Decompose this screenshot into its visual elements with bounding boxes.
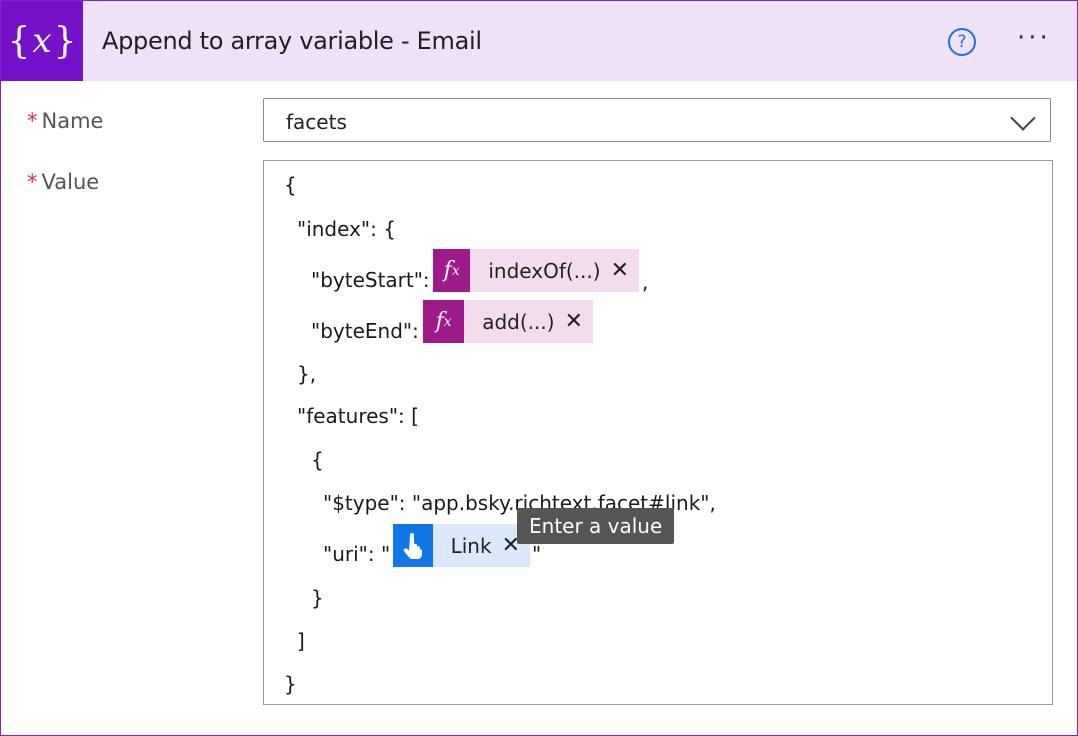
action-title[interactable]: Append to array variable - Email [102,27,482,55]
code-line: " [532,542,542,566]
close-icon[interactable]: ✕ [501,533,520,558]
name-label: *Name [27,109,104,133]
code-line: "uri": " [323,542,391,566]
code-line: { [311,448,324,472]
code-line: "byteStart": [311,268,430,292]
help-icon[interactable]: ? [948,28,976,56]
action-header[interactable]: {x} Append to array variable - Email ? ·… [1,1,1077,81]
more-options-icon[interactable]: ··· [1017,23,1051,53]
required-marker: * [27,170,38,194]
name-value: facets [286,110,347,134]
dynamic-content-token-link[interactable]: Link ✕ [393,524,530,567]
code-line: , [642,270,649,294]
close-icon[interactable]: ✕ [564,309,583,334]
name-dropdown[interactable]: facets [263,98,1051,142]
code-line: "index": { [297,217,396,241]
hand-pointer-icon [393,524,433,567]
chevron-down-icon[interactable] [1010,105,1036,131]
value-label: *Value [27,170,100,194]
required-marker: * [27,109,38,133]
code-line: ] [297,629,305,653]
code-line: } [311,586,324,610]
code-line: }, [297,362,317,386]
tooltip: Enter a value [517,508,675,544]
close-icon[interactable]: ✕ [610,258,629,283]
code-line: "byteEnd": [311,319,419,343]
code-line: "features": [ [297,404,419,428]
code-line: { [284,173,297,197]
code-line: } [284,672,297,696]
variable-icon: {x} [1,1,83,81]
